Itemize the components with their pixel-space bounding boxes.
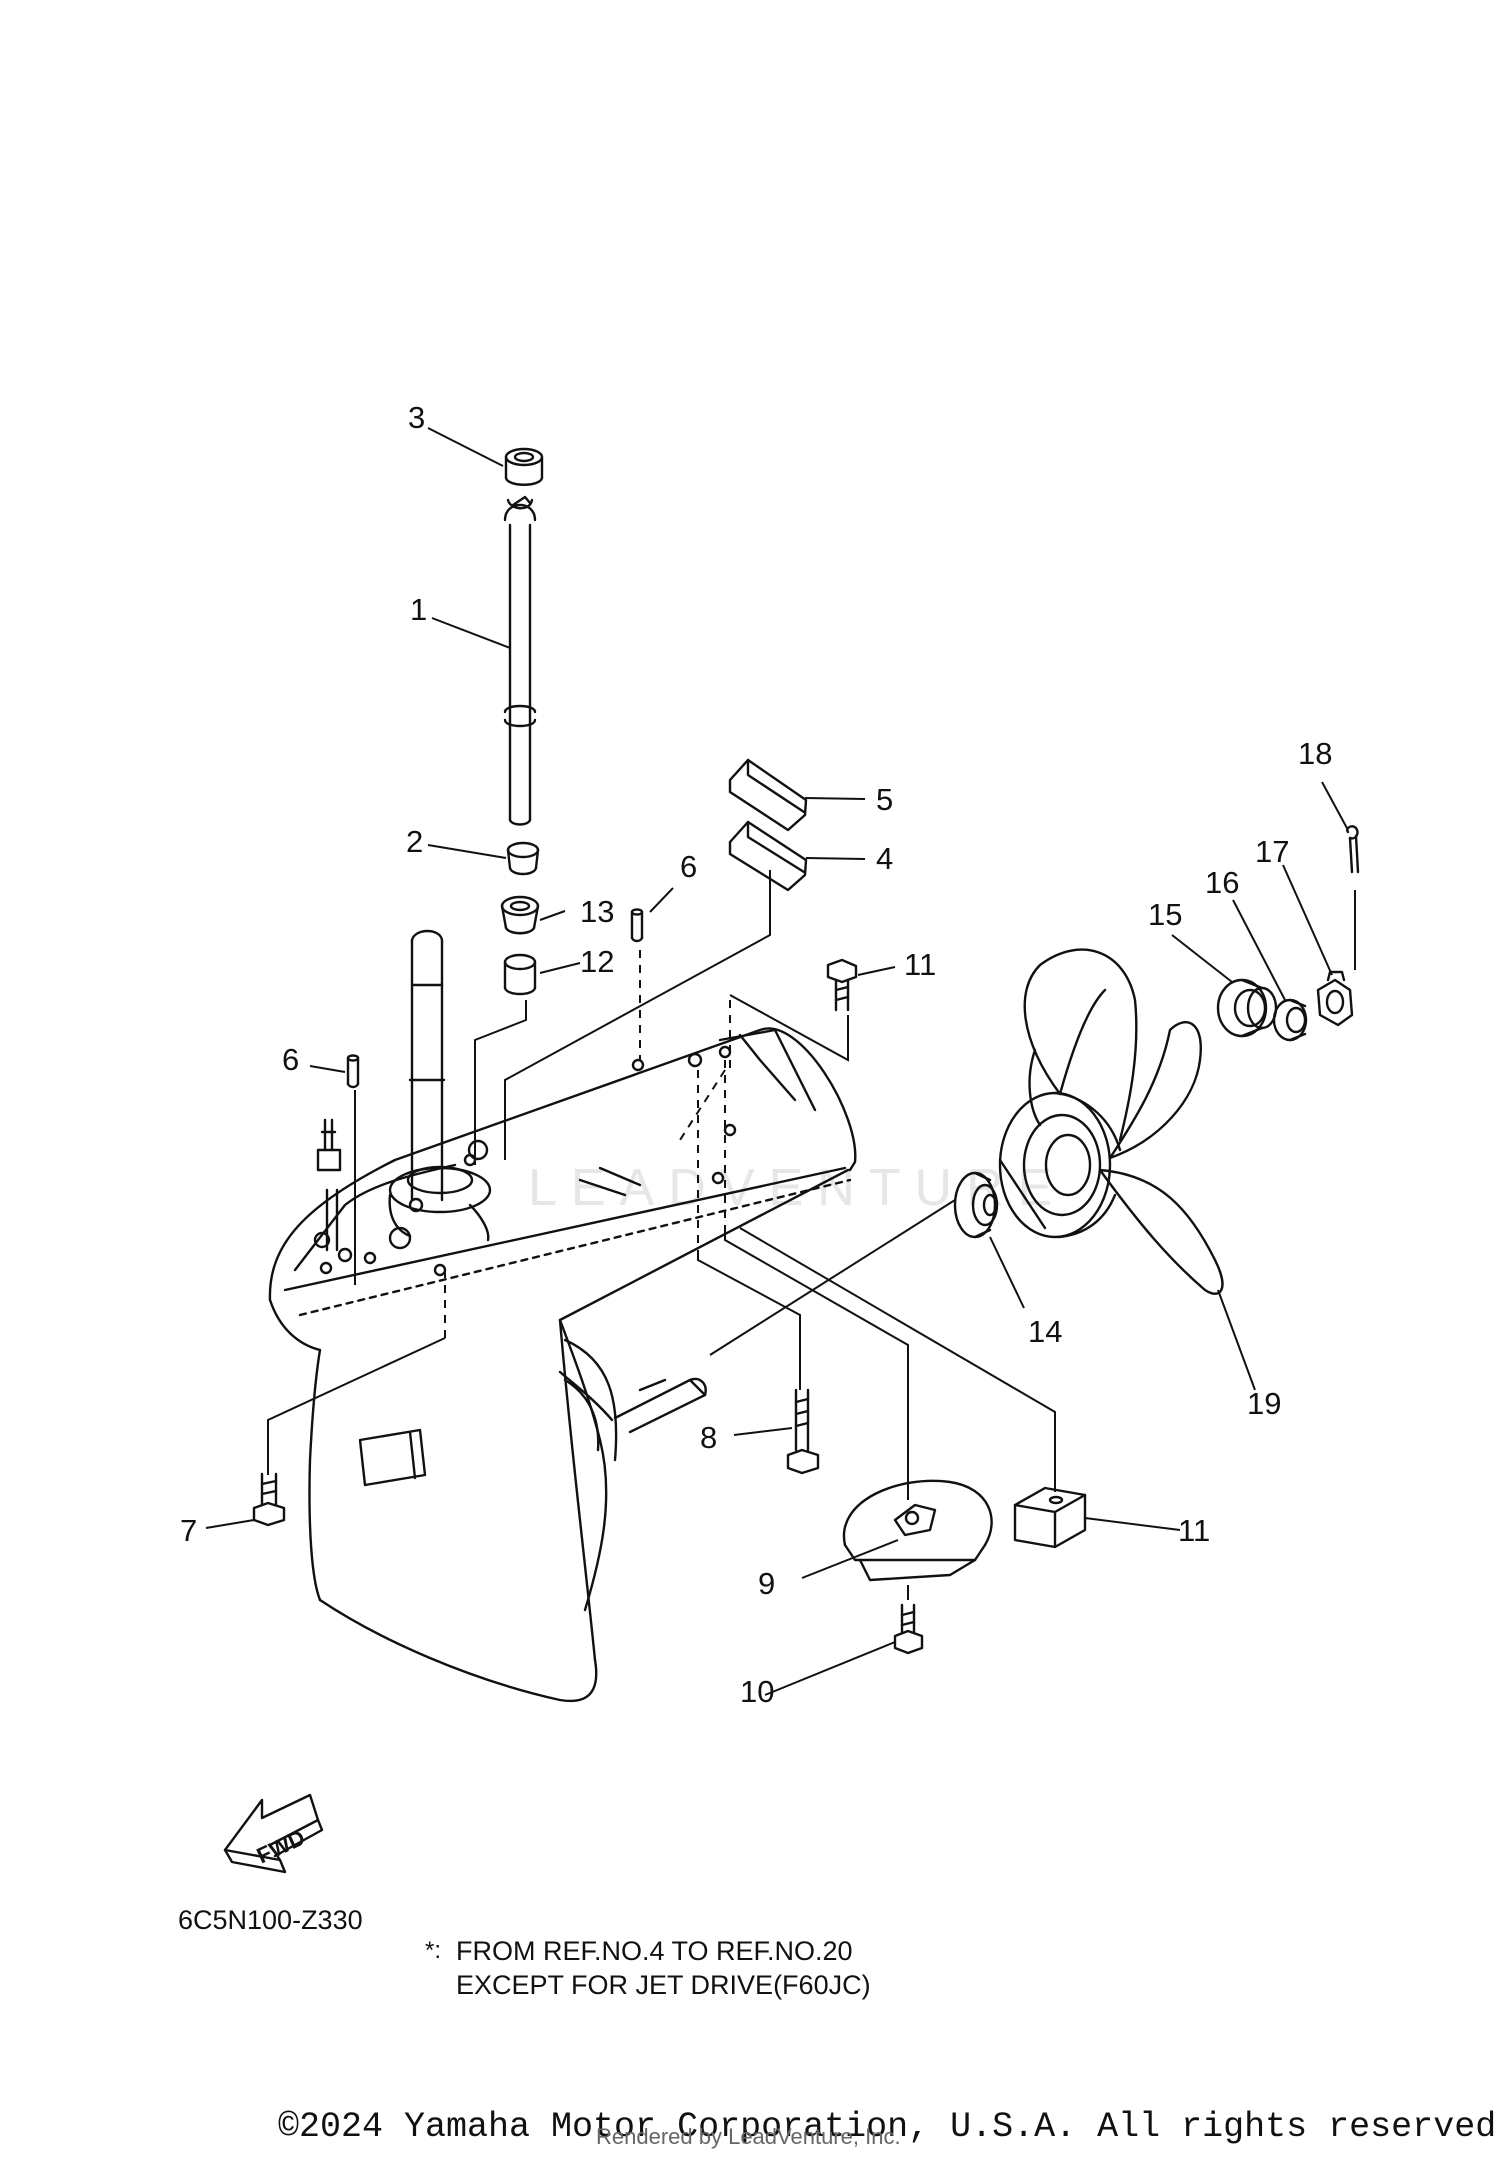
part-13-grommet — [503, 953, 537, 996]
callout-18: 17 — [1255, 834, 1289, 869]
note-line-2: EXCEPT FOR JET DRIVE(F60JC) — [456, 1970, 871, 2000]
callout-6-lower: 6 — [282, 1042, 299, 1077]
callout-13: 12 — [580, 944, 614, 979]
part-18-nut — [1316, 970, 1354, 1027]
copyright-notice: ©2024 Yamaha Motor Corporation, U.S.A. A… — [278, 2107, 1500, 2147]
part-11-anode — [1013, 1486, 1087, 1549]
callout-11: 11 — [1178, 1513, 1210, 1548]
callout-5: 5 — [876, 782, 893, 817]
part-12-bolt — [826, 958, 858, 1012]
part-15-thrust-washer — [953, 1171, 999, 1239]
part-3-grommet — [504, 447, 544, 486]
callout-4: 4 — [876, 841, 893, 876]
part-4-plate — [728, 820, 808, 892]
callout-17: 16 — [1205, 865, 1239, 900]
part-7-bolt — [252, 1472, 286, 1527]
callout-6-upper: 6 — [680, 849, 697, 884]
part-19-cotter-pin — [1346, 825, 1360, 874]
callout-19: 18 — [1298, 736, 1332, 771]
part-14-water-seal — [500, 895, 540, 935]
part-6-dowel-upper — [630, 908, 644, 943]
callout-8: 8 — [700, 1420, 717, 1455]
part-20-propeller — [998, 948, 1224, 1295]
callout-12: 11 — [904, 947, 936, 982]
part-16-spacer — [1216, 978, 1278, 1038]
note-line-1: FROM REF.NO.4 TO REF.NO.20 — [456, 1936, 853, 1966]
callout-1: 1 — [410, 592, 427, 627]
leadventure-watermark: LEADVENTURE — [528, 1159, 1067, 1217]
callout-2: 2 — [406, 824, 423, 859]
part-8-bolt — [786, 1388, 820, 1475]
rendered-by-notice: Rendered by LeadVenture, Inc. — [596, 2124, 901, 2149]
part-9-trim-tab — [842, 1479, 993, 1582]
drive-shaft — [408, 929, 446, 1202]
callout-15: 14 — [1028, 1314, 1062, 1349]
callout-7: 7 — [180, 1513, 197, 1548]
fwd-arrow-icon — [223, 1793, 324, 1874]
part-5-plate — [728, 758, 808, 832]
callout-9: 9 — [758, 1566, 775, 1601]
hidden-lines — [444, 950, 731, 1340]
part-10-bolt — [893, 1603, 924, 1655]
callout-20: 19 — [1247, 1386, 1281, 1421]
leader-lines — [205, 427, 1356, 1696]
note-mark: *: — [425, 1937, 442, 1964]
part-6-dowel-lower — [346, 1054, 360, 1089]
part-2-seal — [506, 841, 540, 876]
callout-10: 10 — [740, 1674, 774, 1709]
diagram-code: 6C5N100-Z330 — [178, 1905, 363, 1935]
callout-16: 15 — [1148, 897, 1182, 932]
part-17-washer — [1272, 998, 1308, 1042]
callout-labels: 3 1 2 13 12 5 4 6 6 11 7 8 9 10 11 14 15… — [180, 400, 1332, 1868]
part-1-water-tube — [503, 495, 537, 826]
callout-14: 13 — [580, 894, 614, 929]
callout-3: 3 — [408, 400, 425, 435]
lower-unit-housing — [268, 1027, 857, 1703]
